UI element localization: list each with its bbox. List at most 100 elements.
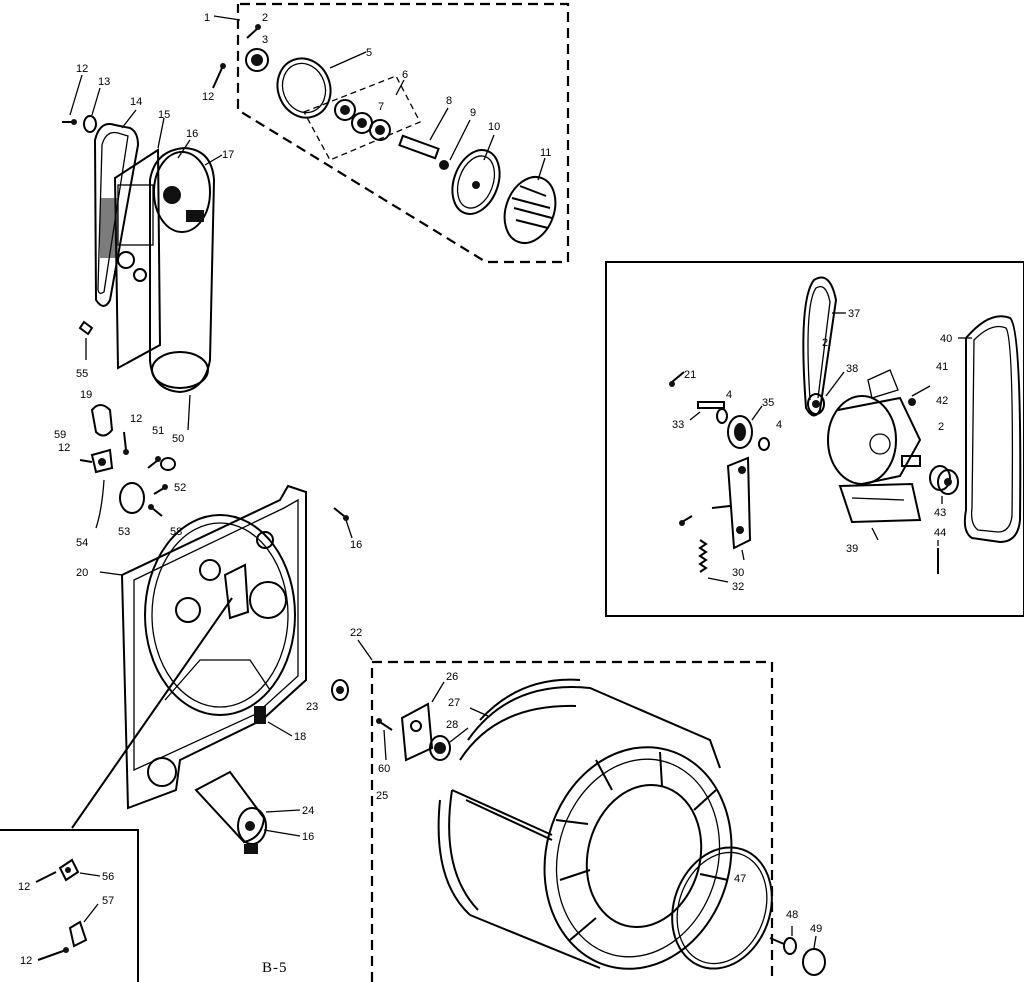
- bracket-part-30: [711, 456, 752, 561]
- part-label: 37: [848, 308, 860, 320]
- part-label: 16: [350, 539, 362, 551]
- duct-part-17: [149, 139, 223, 394]
- screw-part: [679, 515, 693, 526]
- part-label: 5: [366, 47, 372, 59]
- part-label: 2: [262, 12, 268, 24]
- part-label: 54: [76, 537, 88, 549]
- part-label: 1: [204, 12, 210, 24]
- thermal-fuse-part-53: [119, 482, 145, 514]
- bearing-part-3: [245, 48, 269, 72]
- screw-part-60: [376, 718, 393, 761]
- bearing-set-part-7: [334, 99, 391, 141]
- part-label: 2: [822, 337, 828, 349]
- part-label: 30: [732, 567, 744, 579]
- gasket-part-14: [93, 123, 140, 307]
- pulley-part-35: [727, 405, 763, 449]
- drum-part-22: [437, 686, 733, 970]
- screw-part-21: [669, 371, 685, 387]
- roller-part-28: [429, 727, 469, 761]
- pulley-part-43: [929, 465, 959, 504]
- washer-part-4b: [758, 437, 770, 451]
- screw-part-48: [769, 926, 797, 955]
- cap-part-49: [802, 935, 826, 976]
- part-label: 25: [376, 790, 388, 802]
- screw-part-51: [147, 456, 161, 469]
- seal-ring-part-5: [276, 57, 332, 119]
- page-label: B-5: [262, 960, 288, 976]
- fan-impeller-part-11: [503, 157, 557, 244]
- felt-seal-part-47: [671, 846, 773, 970]
- roller-part-18: [254, 706, 293, 737]
- part-label: 6: [402, 69, 408, 81]
- part-label: 19: [80, 389, 92, 401]
- part-label: 7: [378, 101, 384, 113]
- roller-part-23: [331, 679, 349, 701]
- blower-assembly-boundary: [236, 2, 570, 264]
- seal-part-27: [479, 678, 581, 721]
- screw-part-52: [153, 484, 168, 495]
- part-label: 12: [18, 881, 30, 893]
- part-label: 9: [470, 107, 476, 119]
- inset-detail-box: [0, 829, 139, 982]
- bracket-part-56: [35, 858, 101, 883]
- shaft-part-8: [398, 107, 449, 160]
- part-label: 32: [732, 581, 744, 593]
- thermostat-part-19: [90, 404, 114, 437]
- drive-belt-part-40: [958, 315, 1022, 544]
- part-label: 4: [726, 389, 732, 401]
- part-label: 47: [734, 873, 746, 885]
- part-label: 12: [58, 442, 70, 454]
- screw-part-2: [246, 24, 261, 39]
- part-label: 48: [786, 909, 798, 921]
- part-label: 24: [302, 805, 314, 817]
- part-label: 27: [448, 697, 460, 709]
- part-label: 12: [130, 413, 142, 425]
- motor-assembly-box: [605, 261, 1024, 617]
- spring-part-32: [698, 539, 729, 583]
- part-label: 14: [130, 96, 142, 108]
- part-label: 11: [540, 147, 551, 159]
- part-label: 56: [102, 871, 114, 883]
- screw-part-12: [212, 63, 226, 89]
- part-label: 4: [776, 419, 782, 431]
- part-label: 20: [76, 567, 88, 579]
- part-label: 2: [938, 421, 944, 433]
- bracket-part-57: [37, 903, 99, 961]
- part-label: 22: [350, 627, 362, 639]
- motor-assembly: [827, 369, 931, 485]
- part-label: 38: [846, 363, 858, 375]
- disc-part-10: [451, 134, 501, 215]
- part-label: 42: [936, 395, 948, 407]
- heater-box-part-15: [100, 117, 165, 370]
- part-label: 39: [846, 543, 858, 555]
- part-label: 12: [202, 91, 214, 103]
- part-label: 57: [102, 895, 114, 907]
- washer-part-4: [716, 408, 728, 424]
- part-label: 53: [118, 526, 130, 538]
- washer-part-9: [439, 119, 471, 170]
- screw-part-12: [123, 431, 129, 455]
- part-label: 17: [222, 149, 234, 161]
- screw-part-12: [62, 74, 83, 125]
- part-label: 50: [172, 433, 184, 445]
- part-label: 55: [76, 368, 88, 380]
- part-label: 10: [488, 121, 500, 133]
- screw-part-58: [148, 504, 163, 517]
- motor-mount-part-39: [838, 482, 922, 541]
- part-label: 49: [810, 923, 822, 935]
- part-label: 35: [762, 397, 774, 409]
- pulley-part-38: [807, 371, 845, 415]
- part-label: 44: [934, 527, 946, 539]
- screw-part-55: [78, 320, 94, 360]
- part-label: 12: [76, 63, 88, 75]
- part-label: 3: [262, 34, 268, 46]
- part-number-labels: 1 2 3 5 6 7 8 9 10 11 12 12 13 14 15 16 …: [18, 12, 952, 976]
- part-label: 16: [302, 831, 314, 843]
- part-label: 8: [446, 95, 452, 107]
- part-label: 40: [940, 333, 952, 345]
- part-label: 60: [378, 763, 390, 775]
- part-label: 59: [54, 429, 66, 441]
- part-label: 12: [20, 955, 32, 967]
